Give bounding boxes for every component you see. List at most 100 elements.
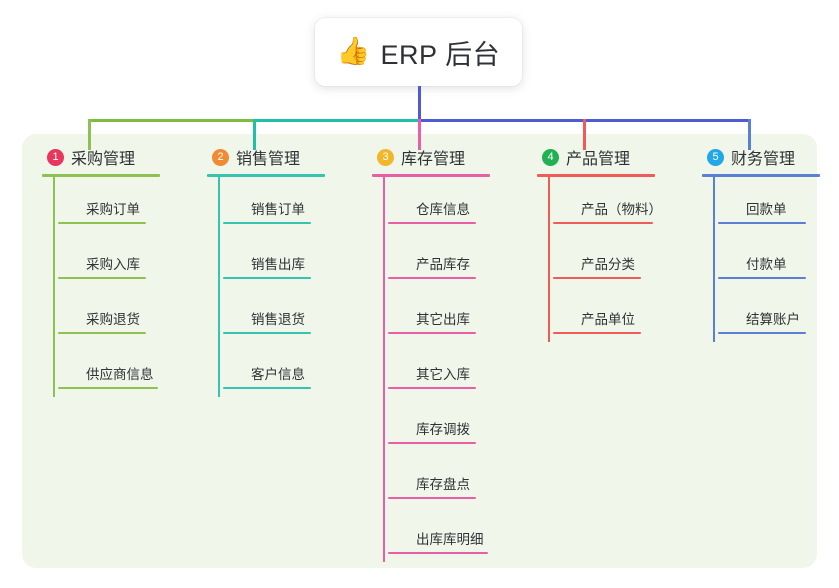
- branch-item[interactable]: 采购退货: [58, 287, 185, 342]
- branch-item[interactable]: 仓库信息: [388, 177, 515, 232]
- branch-header-4[interactable]: 4 产品管理: [528, 146, 680, 168]
- branch-item-label: 销售订单: [251, 202, 305, 217]
- branch-header-rule-2: [207, 174, 325, 177]
- branch-item-rule: [58, 332, 146, 334]
- drop-line-5: [748, 119, 751, 150]
- branch-header-1[interactable]: 1 采购管理: [33, 146, 185, 168]
- branch-item-rule: [388, 387, 476, 389]
- branch-item[interactable]: 其它入库: [388, 342, 515, 397]
- branch-item[interactable]: 采购订单: [58, 177, 185, 232]
- branch-badge-1: 1: [47, 148, 64, 166]
- branch-title-1: 采购管理: [71, 151, 136, 168]
- branch-item-rule: [553, 332, 641, 334]
- branch-badge-5: 5: [707, 148, 724, 166]
- branch-item-label: 采购订单: [86, 202, 140, 217]
- branch-item[interactable]: 付款单: [718, 232, 839, 287]
- branch-item-list-3: 仓库信息产品库存其它出库其它入库库存调拨库存盘点出库库明细: [363, 177, 515, 562]
- branch-header-rule-5: [702, 174, 820, 177]
- branch-item-label: 付款单: [746, 257, 787, 272]
- branch-item-label: 回款单: [746, 202, 787, 217]
- branch-item-label: 结算账户: [746, 312, 800, 327]
- branch-item-label: 仓库信息: [416, 202, 470, 217]
- branch-spine-4: [548, 177, 550, 342]
- branch-column-2: 2 销售管理销售订单销售出库销售退货客户信息: [198, 146, 350, 397]
- branch-item[interactable]: 销售出库: [223, 232, 350, 287]
- branch-badge-4: 4: [542, 148, 559, 166]
- branch-item-label: 其它出库: [416, 312, 470, 327]
- branch-item[interactable]: 产品分类: [553, 232, 680, 287]
- branch-header-rule-3: [372, 174, 490, 177]
- branch-item-rule: [553, 222, 653, 224]
- branch-item[interactable]: 出库库明细: [388, 507, 515, 562]
- branch-spine-5: [713, 177, 715, 342]
- branch-header-2[interactable]: 2 销售管理: [198, 146, 350, 168]
- branch-column-5: 5 财务管理回款单付款单结算账户: [693, 146, 839, 342]
- diagram-background-panel: [22, 134, 817, 568]
- branch-item-list-4: 产品（物料） 产品分类产品单位: [528, 177, 680, 342]
- branch-item-rule: [388, 222, 476, 224]
- root-stem-line: [418, 86, 421, 122]
- branch-header-rule-1: [42, 174, 160, 177]
- branch-item-label: 产品单位: [581, 312, 635, 327]
- branch-item[interactable]: 结算账户: [718, 287, 839, 342]
- branch-badge-2: 2: [212, 148, 229, 166]
- branch-item-list-5: 回款单付款单结算账户: [693, 177, 839, 342]
- branch-item-label: 客户信息: [251, 367, 305, 382]
- bar-segment-1: [88, 119, 256, 122]
- branch-item[interactable]: 产品库存: [388, 232, 515, 287]
- branch-item[interactable]: 其它出库: [388, 287, 515, 342]
- branch-item-label: 产品（物料）: [581, 202, 662, 217]
- bar-segment-2: [253, 119, 421, 122]
- branch-item[interactable]: 产品（物料）: [553, 177, 680, 232]
- branch-item-rule: [718, 222, 806, 224]
- branch-item[interactable]: 回款单: [718, 177, 839, 232]
- branch-item-label: 产品分类: [581, 257, 635, 272]
- branch-title-4: 产品管理: [566, 151, 631, 168]
- branch-spine-3: [383, 177, 385, 562]
- branch-item-rule: [718, 277, 806, 279]
- branch-item-rule: [388, 442, 476, 444]
- branch-item-rule: [223, 222, 311, 224]
- branch-item-rule: [223, 387, 311, 389]
- root-node-card[interactable]: 👍 ERP 后台: [315, 18, 522, 86]
- branch-item-list-1: 采购订单采购入库采购退货供应商信息: [33, 177, 185, 397]
- branch-item-rule: [553, 277, 641, 279]
- branch-item-rule: [58, 222, 146, 224]
- branch-spine-1: [53, 177, 55, 397]
- branch-item-list-2: 销售订单销售出库销售退货客户信息: [198, 177, 350, 397]
- branch-item-label: 其它入库: [416, 367, 470, 382]
- branch-title-2: 销售管理: [236, 151, 301, 168]
- drop-line-2: [253, 119, 256, 150]
- branch-item-rule: [388, 497, 476, 499]
- drop-line-4: [583, 119, 586, 150]
- branch-item-label: 库存盘点: [416, 477, 470, 492]
- branch-item[interactable]: 供应商信息: [58, 342, 185, 397]
- root-node-title: ERP 后台: [380, 39, 501, 70]
- branch-item-rule: [718, 332, 806, 334]
- branch-item[interactable]: 产品单位: [553, 287, 680, 342]
- branch-item-label: 采购入库: [86, 257, 140, 272]
- branch-item[interactable]: 库存调拨: [388, 397, 515, 452]
- branch-item[interactable]: 库存盘点: [388, 452, 515, 507]
- branch-item-rule: [388, 552, 488, 554]
- branch-badge-3: 3: [377, 148, 394, 166]
- branch-item-rule: [388, 277, 476, 279]
- branch-header-5[interactable]: 5 财务管理: [693, 146, 839, 168]
- branch-item[interactable]: 销售退货: [223, 287, 350, 342]
- branch-item-label: 库存调拨: [416, 422, 470, 437]
- branch-item-rule: [388, 332, 476, 334]
- branch-spine-2: [218, 177, 220, 397]
- branch-title-5: 财务管理: [731, 151, 796, 168]
- branch-item-rule: [58, 387, 158, 389]
- branch-item-label: 销售退货: [251, 312, 305, 327]
- branch-item[interactable]: 采购入库: [58, 232, 185, 287]
- drop-line-1: [88, 119, 91, 150]
- branch-header-rule-4: [537, 174, 655, 177]
- branch-item[interactable]: 客户信息: [223, 342, 350, 397]
- branch-item-label: 供应商信息: [86, 367, 154, 382]
- branch-item[interactable]: 销售订单: [223, 177, 350, 232]
- branch-item-rule: [58, 277, 146, 279]
